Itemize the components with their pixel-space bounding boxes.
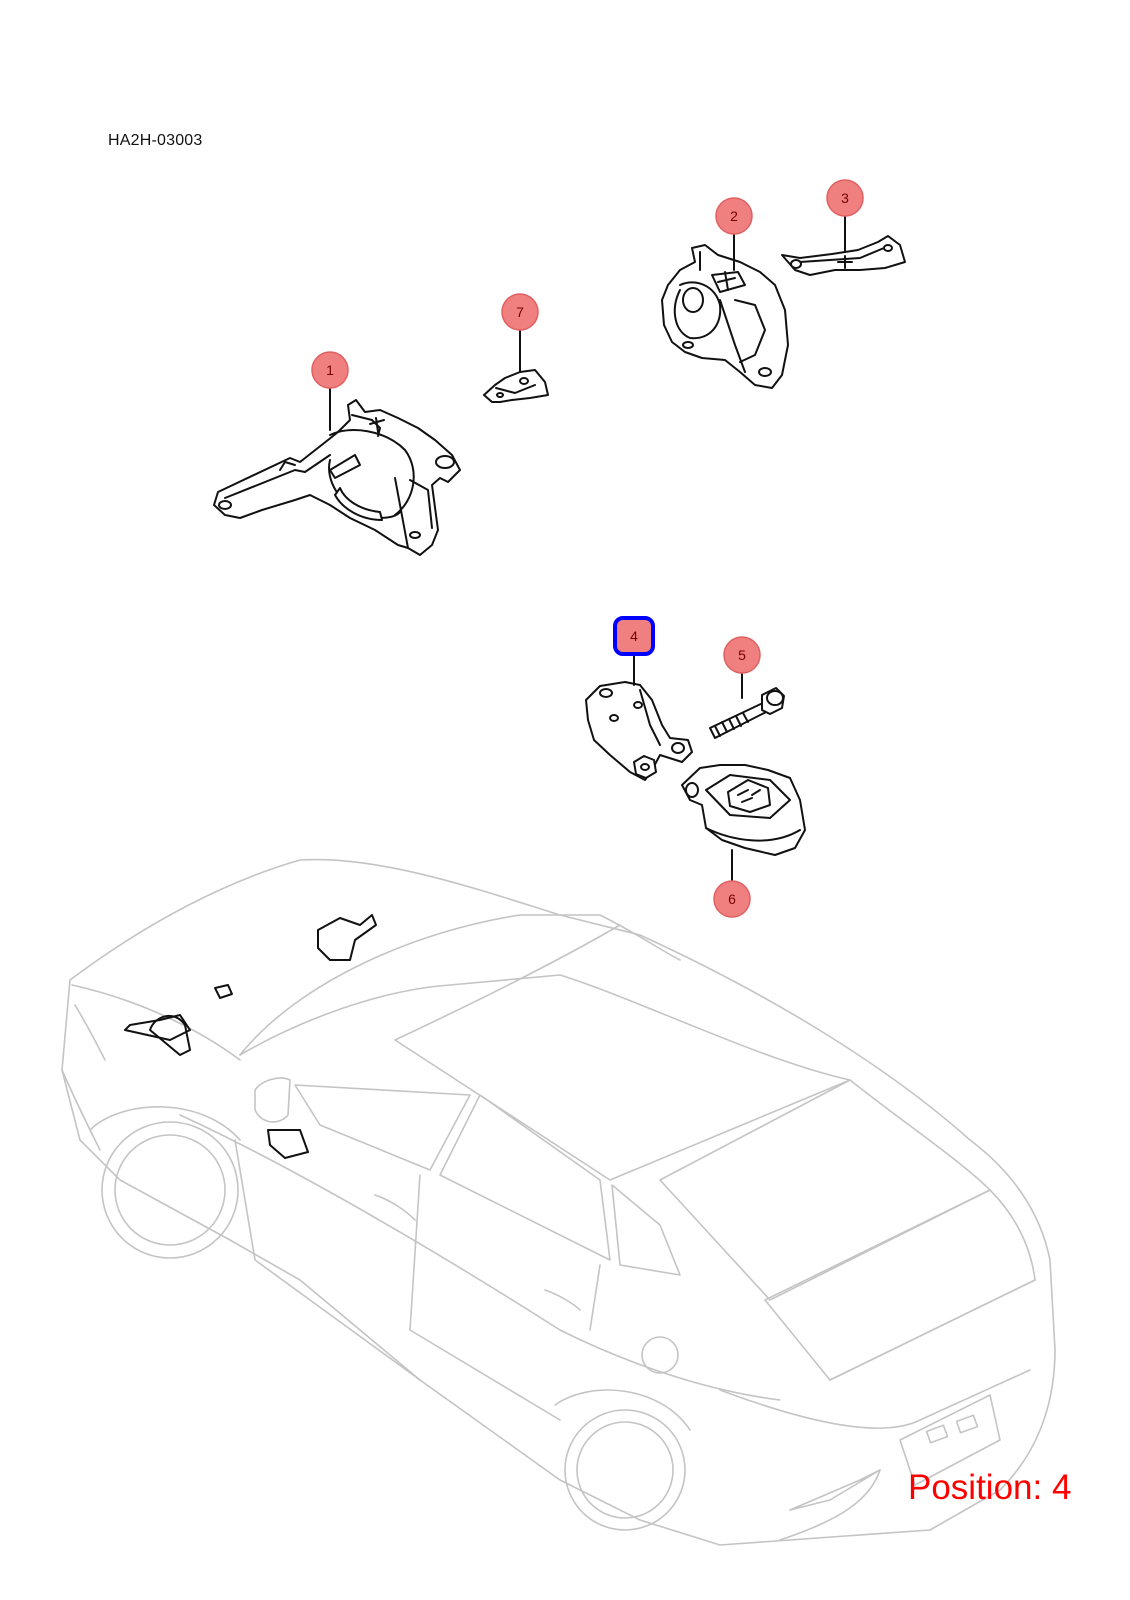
- svg-text:1: 1: [326, 362, 334, 378]
- part-4-roll-bracket: [585, 681, 693, 781]
- part-1-engine-mount: [213, 399, 461, 556]
- callout-6[interactable]: 6: [713, 880, 751, 918]
- callouts: 1 2 3 4 5 6 7: [311, 179, 864, 918]
- part-3-bracket: [781, 235, 906, 276]
- svg-text:7: 7: [516, 304, 524, 320]
- diagram-code: HA2H-03003: [108, 132, 203, 149]
- position-label: Position: 4: [908, 1468, 1072, 1507]
- callout-4[interactable]: 4: [613, 616, 655, 656]
- vehicle-mount-locations: [124, 914, 377, 1159]
- callout-1[interactable]: 1: [311, 351, 349, 389]
- svg-text:5: 5: [738, 647, 746, 663]
- part-7-small-bracket: [483, 369, 549, 403]
- part-6-rubber-mount: [681, 764, 806, 856]
- part-5-bolt: [709, 687, 785, 739]
- svg-text:4: 4: [630, 628, 638, 644]
- svg-text:6: 6: [728, 891, 736, 907]
- leader-lines: [329, 209, 846, 885]
- callout-3[interactable]: 3: [826, 179, 864, 217]
- vehicle-outline: [61, 858, 1056, 1546]
- part-2-transmission-mount: [661, 244, 789, 389]
- svg-text:2: 2: [730, 208, 738, 224]
- callout-2[interactable]: 2: [715, 197, 753, 235]
- svg-text:3: 3: [841, 190, 849, 206]
- callout-5[interactable]: 5: [723, 636, 761, 674]
- callout-7[interactable]: 7: [501, 293, 539, 331]
